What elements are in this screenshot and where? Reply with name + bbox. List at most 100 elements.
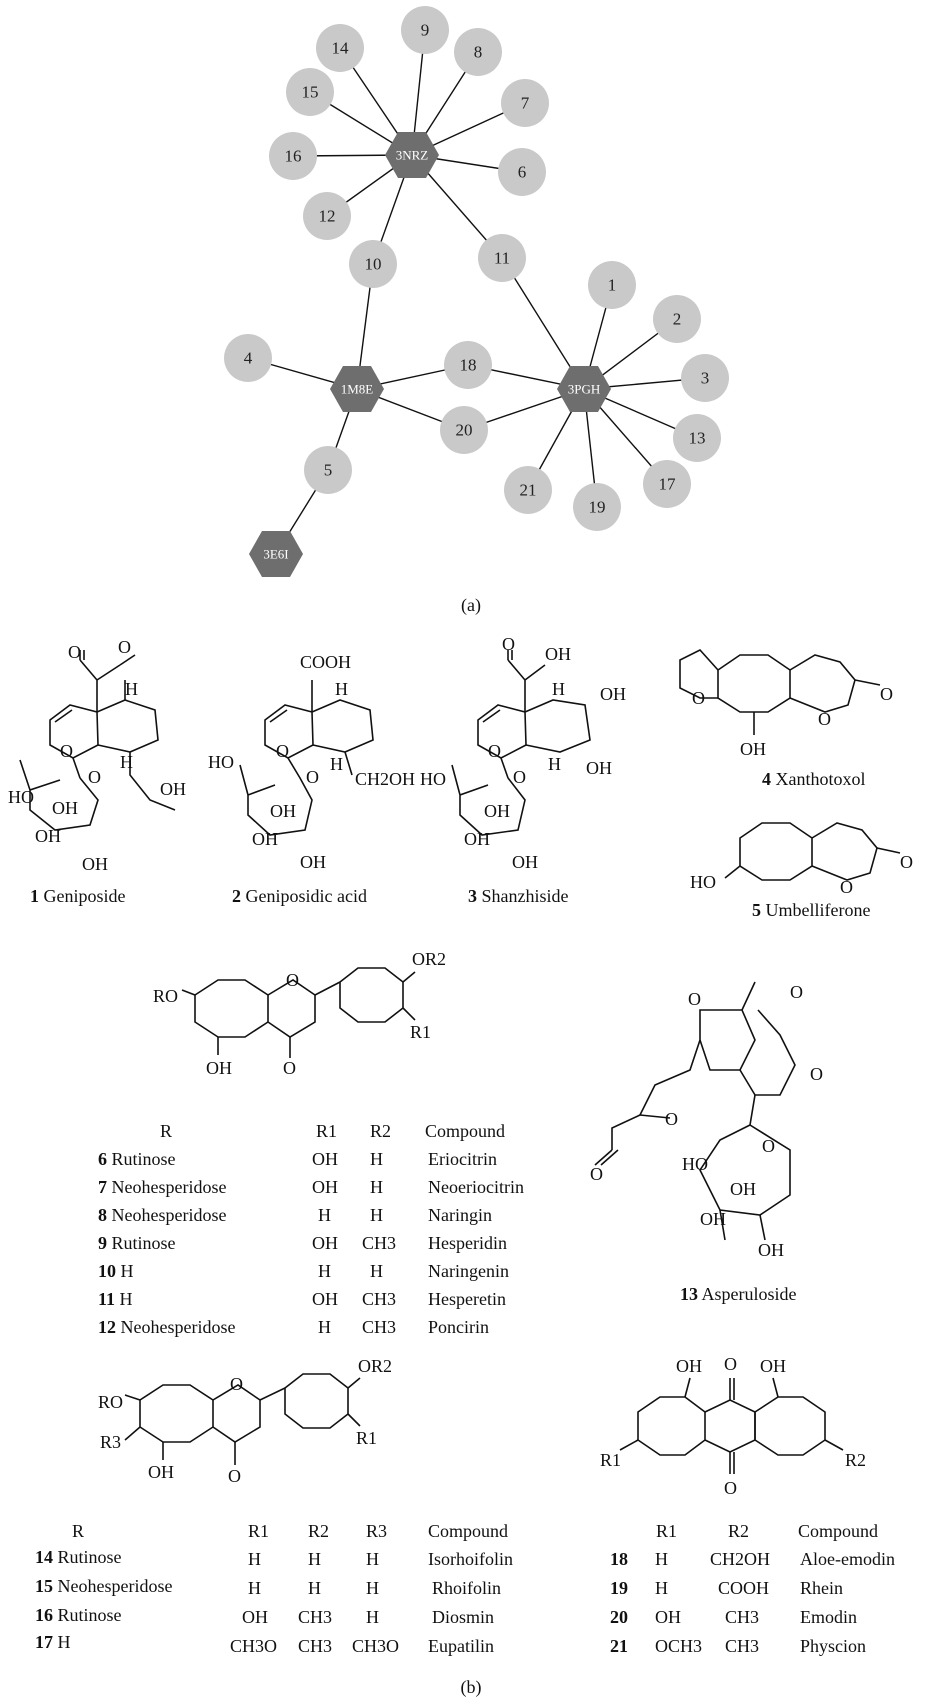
svg-text:O: O bbox=[590, 1164, 603, 1184]
node-13: 13 bbox=[673, 414, 721, 462]
svg-text:14 Rutinose: 14 Rutinose bbox=[35, 1547, 122, 1567]
svg-text:H: H bbox=[308, 1549, 321, 1569]
svg-text:6 Rutinose: 6 Rutinose bbox=[98, 1149, 176, 1169]
node-21: 21 bbox=[504, 466, 552, 514]
svg-text:R2: R2 bbox=[845, 1450, 866, 1470]
svg-text:OH: OH bbox=[700, 1209, 726, 1229]
svg-text:OH: OH bbox=[312, 1233, 338, 1253]
svg-text:OH: OH bbox=[600, 684, 626, 704]
svg-text:CH3: CH3 bbox=[298, 1636, 332, 1656]
svg-text:10: 10 bbox=[365, 255, 382, 274]
svg-text:9: 9 bbox=[421, 21, 430, 40]
svg-text:OH: OH bbox=[312, 1149, 338, 1169]
table-row: 20 OH CH3 Emodin bbox=[610, 1607, 857, 1627]
svg-text:CH3: CH3 bbox=[362, 1289, 396, 1309]
svg-text:OR2: OR2 bbox=[358, 1356, 392, 1376]
svg-text:O: O bbox=[688, 989, 701, 1009]
node-4: 4 bbox=[224, 334, 272, 382]
svg-text:OH: OH bbox=[312, 1289, 338, 1309]
svg-text:R1: R1 bbox=[356, 1428, 377, 1448]
header-r1: R1 bbox=[248, 1521, 269, 1541]
svg-text:Aloe-emodin: Aloe-emodin bbox=[800, 1549, 895, 1569]
node-11: 11 bbox=[478, 234, 526, 282]
svg-text:O: O bbox=[230, 1374, 243, 1394]
structure-xanthotoxol: O O O OH bbox=[679, 649, 893, 759]
svg-text:O: O bbox=[900, 852, 913, 872]
target-3e6i: 3E6I bbox=[249, 531, 303, 577]
table-row: 9 Rutinose OH CH3 Hesperidin bbox=[98, 1233, 507, 1253]
structure-geniposide: O O O H H O OH HO OH OH OH bbox=[8, 637, 186, 874]
svg-text:O: O bbox=[88, 767, 101, 787]
svg-text:16 Rutinose: 16 Rutinose bbox=[35, 1605, 122, 1625]
svg-text:Diosmin: Diosmin bbox=[432, 1607, 494, 1627]
svg-text:COOH: COOH bbox=[718, 1578, 769, 1598]
svg-text:Rhein: Rhein bbox=[800, 1578, 843, 1598]
svg-text:HO: HO bbox=[208, 752, 234, 772]
svg-text:H: H bbox=[318, 1317, 331, 1337]
svg-text:5: 5 bbox=[324, 461, 333, 480]
svg-text:O: O bbox=[502, 634, 515, 654]
target-1m8e: 1M8E bbox=[330, 366, 384, 412]
svg-text:H: H bbox=[655, 1578, 668, 1598]
header-r1: R1 bbox=[316, 1121, 337, 1141]
svg-text:CH3O: CH3O bbox=[230, 1636, 277, 1656]
structure-shanzhiside: O OH H OH O H OH O HO OH OH OH bbox=[420, 634, 626, 872]
svg-text:RO: RO bbox=[153, 986, 178, 1006]
node-7: 7 bbox=[501, 79, 549, 127]
node-19: 19 bbox=[573, 483, 621, 531]
node-6: 6 bbox=[498, 148, 546, 196]
svg-text:H: H bbox=[248, 1578, 261, 1598]
svg-text:13: 13 bbox=[689, 429, 706, 448]
svg-text:O: O bbox=[880, 684, 893, 704]
panel-a-caption: (a) bbox=[461, 595, 481, 616]
header-r2: R2 bbox=[370, 1121, 391, 1141]
svg-text:11 H: 11 H bbox=[98, 1289, 133, 1309]
structure-asperuloside: O O O O O O HO OH OH OH bbox=[590, 981, 823, 1260]
label-compound-3: 3 Shanzhiside bbox=[468, 886, 569, 906]
svg-text:Physcion: Physcion bbox=[800, 1636, 866, 1656]
svg-text:Eupatilin: Eupatilin bbox=[428, 1636, 494, 1656]
svg-text:3NRZ: 3NRZ bbox=[396, 148, 429, 163]
svg-text:O: O bbox=[60, 741, 73, 761]
svg-text:3PGH: 3PGH bbox=[568, 382, 601, 397]
svg-text:O: O bbox=[818, 709, 831, 729]
table-row: 6 Rutinose OH H Eriocitrin bbox=[98, 1149, 497, 1169]
svg-text:11: 11 bbox=[494, 249, 510, 268]
table-row: 10 H H H Naringenin bbox=[98, 1261, 509, 1281]
svg-text:OR2: OR2 bbox=[412, 949, 446, 969]
svg-text:OH: OH bbox=[242, 1607, 268, 1627]
node-2: 2 bbox=[653, 295, 701, 343]
table-row: 18 H CH2OH Aloe-emodin bbox=[610, 1549, 895, 1569]
svg-text:18: 18 bbox=[610, 1549, 628, 1569]
svg-text:CH2OH: CH2OH bbox=[355, 769, 415, 789]
panel-b-caption: (b) bbox=[461, 1677, 482, 1698]
svg-text:12: 12 bbox=[319, 207, 336, 226]
svg-text:OH: OH bbox=[35, 826, 61, 846]
svg-text:CH2OH: CH2OH bbox=[710, 1549, 770, 1569]
svg-text:H: H bbox=[366, 1578, 379, 1598]
svg-text:RO: RO bbox=[98, 1392, 123, 1412]
svg-text:17: 17 bbox=[659, 475, 677, 494]
label-compound-5: 5 Umbelliferone bbox=[752, 900, 870, 920]
svg-text:OH: OH bbox=[512, 852, 538, 872]
svg-text:H: H bbox=[335, 679, 348, 699]
svg-text:CH3: CH3 bbox=[725, 1636, 759, 1656]
svg-text:12 Neohesperidose: 12 Neohesperidose bbox=[98, 1317, 235, 1337]
svg-text:H: H bbox=[370, 1149, 383, 1169]
table-row: 8 Neohesperidose H H Naringin bbox=[98, 1205, 492, 1225]
header-compound: Compound bbox=[425, 1121, 505, 1141]
svg-text:CH3: CH3 bbox=[725, 1607, 759, 1627]
svg-text:3E6I: 3E6I bbox=[263, 547, 288, 562]
table-row: 14 Rutinose H H H Isorhoifolin bbox=[35, 1547, 513, 1569]
header-compound: Compound bbox=[798, 1521, 878, 1541]
svg-text:CH3: CH3 bbox=[298, 1607, 332, 1627]
svg-text:19: 19 bbox=[610, 1578, 628, 1598]
svg-text:O: O bbox=[228, 1466, 241, 1486]
svg-text:O: O bbox=[810, 1064, 823, 1084]
svg-text:COOH: COOH bbox=[300, 652, 351, 672]
structure-umbelliferone: HO O O bbox=[690, 822, 913, 897]
node-1: 1 bbox=[588, 261, 636, 309]
svg-text:O: O bbox=[724, 1354, 737, 1374]
svg-text:OH: OH bbox=[586, 758, 612, 778]
svg-text:O: O bbox=[840, 877, 853, 897]
